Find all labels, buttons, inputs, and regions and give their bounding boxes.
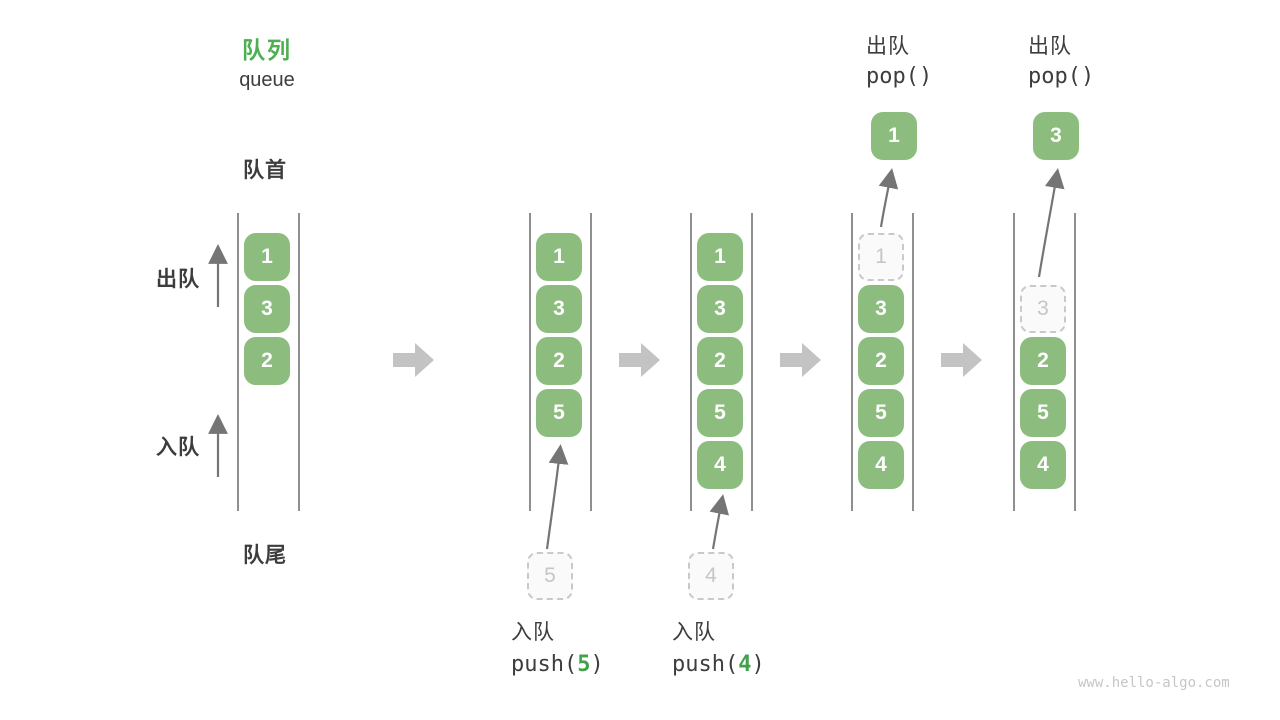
transition-arrow-icon: [941, 343, 982, 377]
container-wall-left: [529, 213, 531, 511]
diagram-title-en: queue: [239, 69, 295, 91]
enqueue-op-label: 入队: [511, 621, 555, 644]
container-wall-left: [1013, 213, 1015, 511]
dequeue-arrow-pop1-icon: [878, 168, 899, 228]
transition-arrow-icon: [393, 343, 434, 377]
enqueue-code-fn: push(: [511, 652, 578, 677]
enqueue-op-label: 入队: [672, 621, 716, 644]
removed-element-slot: 3: [1020, 285, 1066, 333]
queue-element: 1: [697, 233, 743, 281]
enqueue-op-code: push(4): [672, 652, 765, 677]
transition-arrow-icon: [619, 343, 660, 377]
dequeue-op-label: 出队: [866, 35, 910, 58]
queue-element: 3: [244, 285, 290, 333]
popped-element: 3: [1033, 112, 1079, 160]
enqueue-code-arg: 5: [577, 652, 591, 677]
queue-element: 2: [536, 337, 582, 385]
diagram-title-zh: 队列: [242, 37, 292, 63]
removed-element-slot: 1: [858, 233, 904, 281]
dequeue-op-code: pop(): [866, 64, 933, 89]
queue-element: 4: [697, 441, 743, 489]
enqueue-direction-label: 入队: [156, 436, 200, 459]
enqueue-op-code: push(5): [511, 652, 604, 677]
site-watermark: www.hello-algo.com: [1078, 675, 1230, 691]
queue-element: 4: [858, 441, 904, 489]
staging-element: 4: [688, 552, 734, 600]
container-wall-left: [851, 213, 853, 511]
queue-element: 3: [536, 285, 582, 333]
container-wall-right: [590, 213, 592, 511]
queue-element: 1: [244, 233, 290, 281]
container-wall-right: [751, 213, 753, 511]
dequeue-op-label: 出队: [1028, 35, 1072, 58]
queue-element: 3: [697, 285, 743, 333]
queue-element: 2: [858, 337, 904, 385]
popped-element: 1: [871, 112, 917, 160]
queue-element: 2: [697, 337, 743, 385]
staging-element: 5: [527, 552, 573, 600]
enqueue-arrow-push5-icon: [545, 444, 569, 550]
container-wall-right: [1074, 213, 1076, 511]
container-wall-left: [690, 213, 692, 511]
dequeue-direction-label: 出队: [156, 268, 200, 291]
queue-element: 1: [536, 233, 582, 281]
queue-element: 5: [1020, 389, 1066, 437]
transition-arrow-icon: [780, 343, 821, 377]
container-wall-left: [237, 213, 239, 511]
enqueue-code-arg: 4: [738, 652, 752, 677]
enqueue-code-close: ): [590, 652, 604, 677]
container-wall-right: [912, 213, 914, 511]
queue-element: 4: [1020, 441, 1066, 489]
dequeue-arrow-pop3-icon: [1037, 168, 1065, 278]
dequeue-op-code: pop(): [1028, 64, 1095, 89]
queue-element: 5: [697, 389, 743, 437]
queue-element: 3: [858, 285, 904, 333]
queue-element: 2: [1020, 337, 1066, 385]
queue-element: 2: [244, 337, 290, 385]
enqueue-code-fn: push(: [672, 652, 739, 677]
queue-element: 5: [536, 389, 582, 437]
queue-rear-label: 队尾: [243, 544, 287, 567]
enqueue-code-close: ): [751, 652, 765, 677]
container-wall-right: [298, 213, 300, 511]
enqueue-arrow-push4-icon: [709, 494, 729, 550]
queue-front-label: 队首: [243, 159, 287, 182]
queue-element: 5: [858, 389, 904, 437]
